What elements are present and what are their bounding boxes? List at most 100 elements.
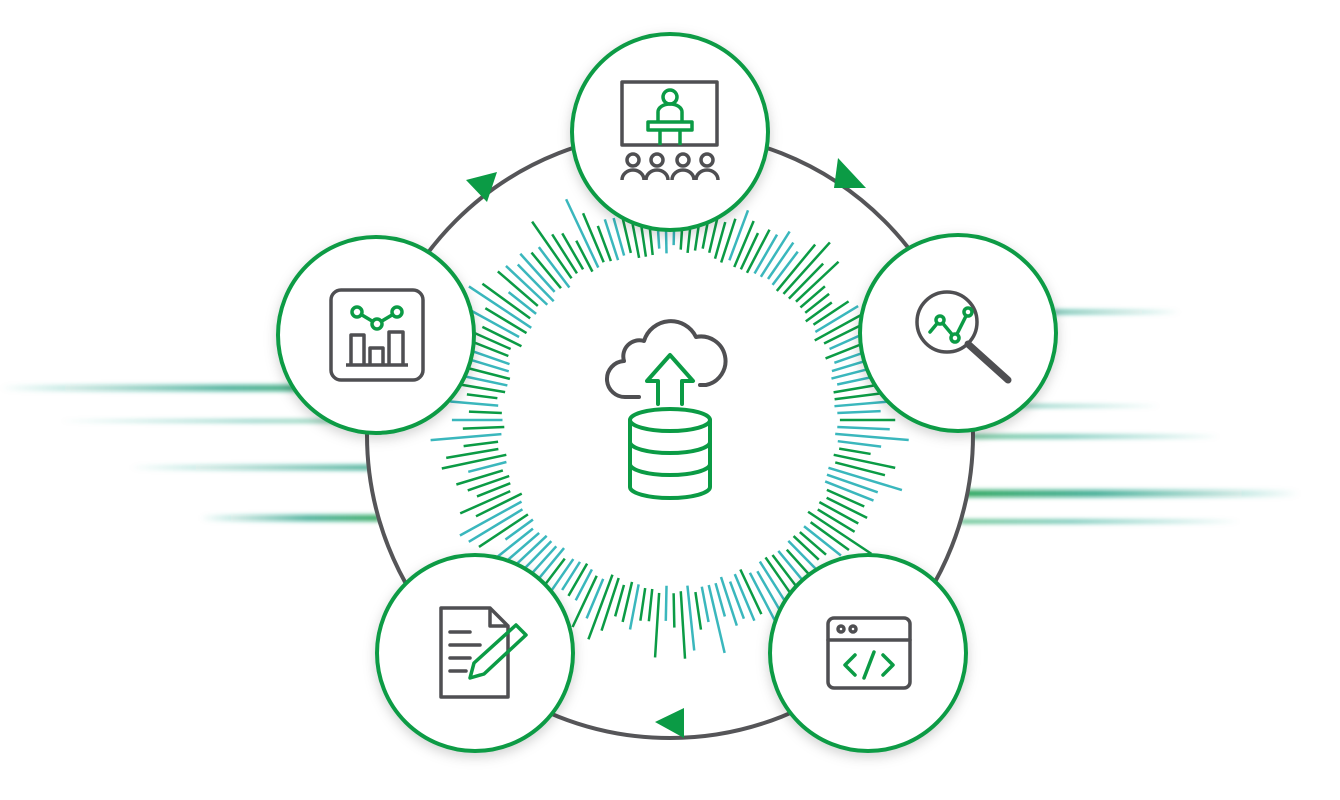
burst-ray [759, 230, 791, 278]
burst-ray [837, 439, 882, 448]
burst-ray [714, 582, 727, 617]
streak-right [960, 405, 1160, 407]
burst-ray [664, 585, 668, 621]
burst-ray [441, 453, 507, 470]
burst-ray [748, 572, 778, 624]
burst-ray [739, 568, 763, 615]
burst-ray [804, 292, 830, 314]
burst-ray [575, 240, 594, 273]
arrow-up-right-icon [466, 172, 497, 202]
streak-left [0, 385, 380, 391]
streak-left [200, 515, 380, 521]
burst-ray [753, 233, 779, 275]
burst-ray [603, 219, 620, 261]
burst-ray [470, 349, 510, 366]
burst-ray [771, 250, 799, 286]
burst-ray [766, 241, 795, 280]
burst-ray [700, 586, 710, 623]
burst-ray [475, 492, 523, 518]
burst-ray [805, 301, 833, 323]
burst-ray [647, 588, 654, 622]
speed-streaks [0, 310, 1300, 523]
burst-ray [468, 410, 502, 415]
burst-ray [531, 220, 573, 280]
arrow-down-right-icon [834, 158, 866, 188]
presentation-audience-icon [620, 80, 720, 181]
burst-ray [567, 562, 589, 597]
burst-ray [719, 576, 738, 626]
burst-ray [481, 325, 522, 348]
streak-left [60, 420, 380, 422]
burst-ray [653, 592, 661, 658]
burst-ray [537, 246, 571, 289]
burst-ray [828, 466, 903, 492]
burst-ray [466, 393, 498, 400]
burst-ray [571, 575, 598, 628]
burst-ray [612, 217, 626, 256]
burst-ray [826, 488, 865, 508]
burst-ray [468, 357, 510, 373]
burst-ray [833, 453, 896, 470]
burst-ray [476, 482, 511, 498]
burst-ray [782, 241, 831, 295]
burst-ray [728, 209, 750, 261]
node-document[interactable] [375, 553, 575, 753]
burst-ray [446, 447, 499, 460]
cloud-upload-database-icon [604, 319, 728, 500]
burst-ray [504, 518, 534, 541]
burst-ray [809, 521, 850, 552]
burst-ray [733, 573, 756, 622]
code-window-icon [826, 616, 912, 690]
streak-right [960, 435, 1220, 438]
node-dashboard[interactable] [276, 235, 476, 435]
burst-ray [837, 409, 881, 415]
burst-ray [686, 585, 696, 651]
burst-ray [505, 265, 549, 306]
burst-ray [628, 584, 640, 630]
streak-left [130, 465, 510, 470]
burst-ray [507, 291, 537, 315]
burst-ray [799, 531, 827, 556]
burst-ray [679, 591, 687, 659]
burst-ray [814, 304, 859, 334]
streak-right [960, 310, 1180, 314]
burst-ray [835, 432, 909, 442]
burst-ray [596, 225, 613, 262]
burst-ray [739, 232, 760, 270]
burst-ray [468, 508, 524, 543]
document-edit-icon [439, 606, 528, 699]
burst-ray [450, 400, 499, 407]
dashboard-chart-icon [329, 288, 425, 382]
burst-ray [462, 425, 505, 430]
burst-ray [456, 469, 504, 486]
burst-ray [707, 584, 726, 654]
burst-ray [613, 584, 626, 617]
burst-ray [459, 489, 511, 515]
burst-ray [481, 282, 531, 320]
burst-ray [795, 260, 840, 303]
burst-ray [564, 198, 600, 269]
magnifier-chart-icon [915, 290, 1012, 384]
burst-ray [694, 591, 703, 630]
burst-ray [463, 440, 499, 448]
burst-ray [824, 480, 874, 502]
node-code[interactable] [768, 553, 968, 753]
burst-ray [826, 473, 879, 494]
streak-right [960, 520, 1240, 523]
node-presentation[interactable] [570, 32, 770, 232]
burst-ray [733, 220, 755, 268]
burst-ray [818, 501, 859, 525]
burst-ray [826, 496, 868, 519]
burst-ray [561, 232, 585, 271]
burst-ray [775, 243, 817, 292]
burst-ray [713, 221, 727, 260]
burst-ray [587, 574, 614, 640]
burst-ray [581, 212, 605, 263]
burst-ray [455, 382, 506, 394]
burst-ray [719, 218, 737, 263]
burst-ray [478, 513, 529, 548]
burst-ray [484, 307, 528, 335]
burst-ray [812, 300, 850, 326]
burst-ray [799, 285, 826, 309]
